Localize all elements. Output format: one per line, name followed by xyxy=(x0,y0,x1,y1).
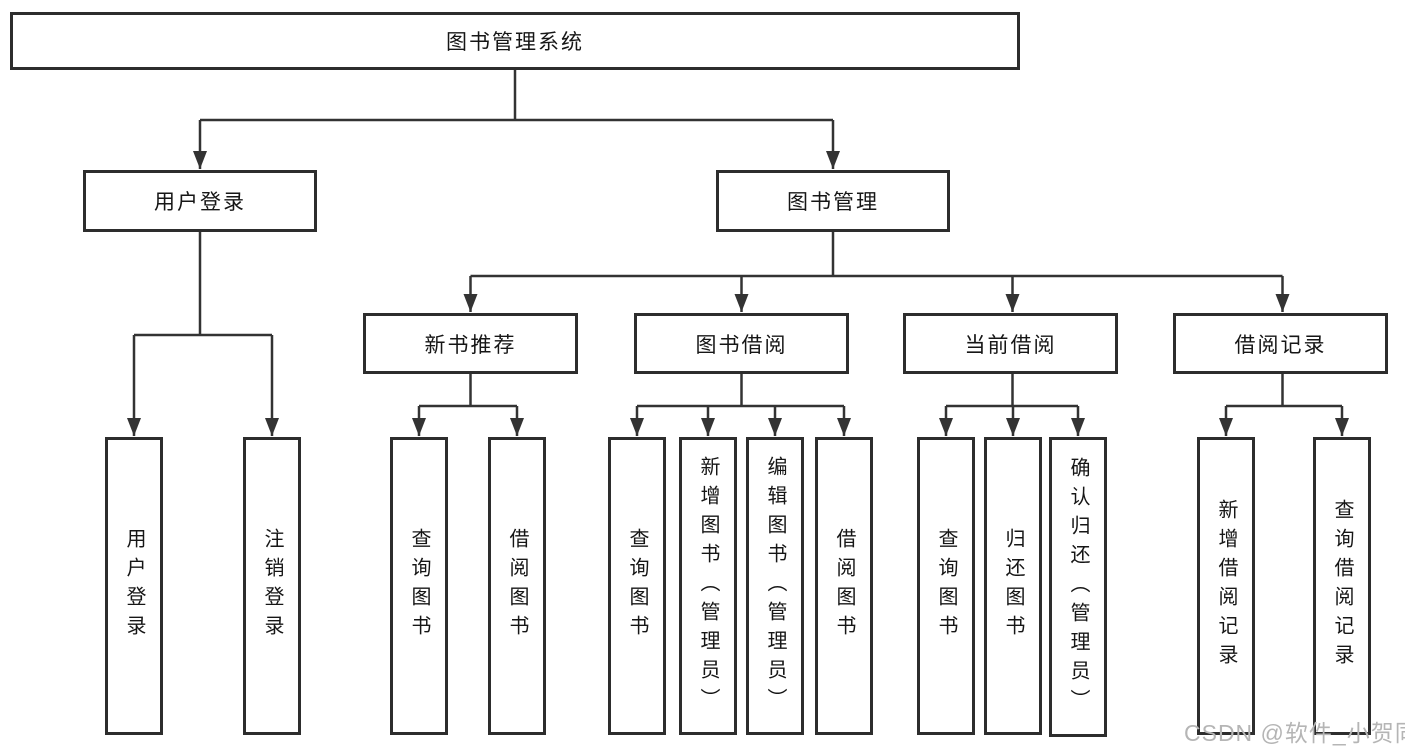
node-label: 借阅记录 xyxy=(1234,333,1327,357)
leaf-confirm-return-admin: 确认归还（管理员） xyxy=(1049,437,1107,737)
node-borrowing-records: 借阅记录 xyxy=(1173,313,1388,374)
node-label: 注销登录 xyxy=(261,528,283,644)
node-label: 新增借阅记录 xyxy=(1215,499,1237,673)
leaf-edit-books-admin: 编辑图书（管理员） xyxy=(746,437,804,735)
node-label: 确认归还（管理员） xyxy=(1067,456,1089,718)
node-label: 查询图书 xyxy=(626,528,648,644)
node-label: 用户登录 xyxy=(123,528,145,644)
leaf-query-books-current: 查询图书 xyxy=(917,437,975,735)
node-label: 新增图书（管理员） xyxy=(697,455,719,717)
node-label: 用户登录 xyxy=(154,191,246,214)
node-library-management-system: 图书管理系统 xyxy=(10,12,1020,70)
leaf-logout: 注销登录 xyxy=(243,437,301,735)
node-label: 图书借阅 xyxy=(695,333,788,357)
node-label: 借阅图书 xyxy=(833,528,855,644)
leaf-add-borrow-record: 新增借阅记录 xyxy=(1197,437,1255,735)
leaf-borrow-books-recommend: 借阅图书 xyxy=(488,437,546,735)
leaf-borrow-books: 借阅图书 xyxy=(815,437,873,735)
leaf-query-books-borrow: 查询图书 xyxy=(608,437,666,735)
node-new-book-recommendation: 新书推荐 xyxy=(363,313,578,374)
leaf-add-books-admin: 新增图书（管理员） xyxy=(679,437,737,735)
leaf-query-books-recommend: 查询图书 xyxy=(390,437,448,735)
leaf-return-books: 归还图书 xyxy=(984,437,1042,735)
node-current-borrowing: 当前借阅 xyxy=(903,313,1118,374)
node-book-management: 图书管理 xyxy=(716,170,950,232)
node-book-borrowing: 图书借阅 xyxy=(634,313,849,374)
node-label: 当前借阅 xyxy=(964,333,1057,357)
csdn-watermark: CSDN @软件_小贺同学 xyxy=(1184,720,1405,746)
node-label: 图书管理系统 xyxy=(446,31,584,54)
node-label: 借阅图书 xyxy=(506,528,528,644)
node-label: 编辑图书（管理员） xyxy=(764,455,786,717)
node-label: 新书推荐 xyxy=(424,333,517,357)
node-label: 图书管理 xyxy=(787,191,879,214)
node-label: 查询图书 xyxy=(408,528,430,644)
node-label: 查询图书 xyxy=(935,528,957,644)
leaf-query-borrow-record: 查询借阅记录 xyxy=(1313,437,1371,735)
node-label: 查询借阅记录 xyxy=(1331,499,1353,673)
leaf-user-login: 用户登录 xyxy=(105,437,163,735)
node-label: 归还图书 xyxy=(1002,528,1024,644)
node-user-login-group: 用户登录 xyxy=(83,170,317,232)
